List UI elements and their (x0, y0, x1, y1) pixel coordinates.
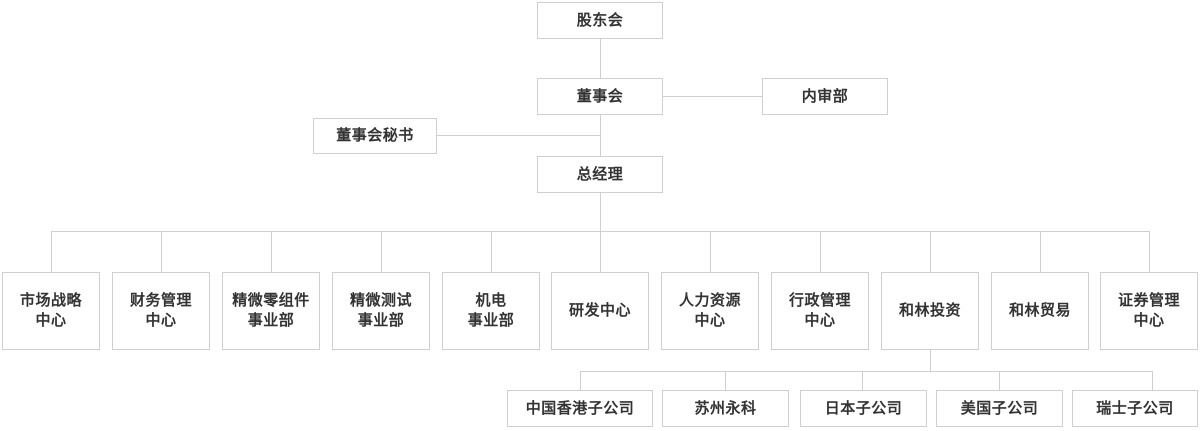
node-subsidiary[interactable]: 瑞士子公司 (1072, 390, 1198, 427)
node-label: 和林投资 (898, 302, 961, 319)
node-subsidiary[interactable]: 日本子公司 (800, 390, 927, 427)
node-label: 研发中心 (568, 302, 631, 319)
node-label: 证券管理 中心 (1117, 292, 1180, 329)
node-department[interactable]: 精微零组件 事业部 (222, 272, 320, 350)
node-label: 精微零组件 事业部 (232, 292, 310, 329)
node-label: 中国香港子公司 (525, 399, 635, 417)
node-department[interactable]: 研发中心 (551, 272, 649, 350)
node-label: 瑞士子公司 (1096, 399, 1174, 417)
connector-department-drop (930, 231, 931, 272)
node-subsidiary[interactable]: 苏州永科 (662, 390, 789, 427)
connector-gm-drop (600, 192, 601, 232)
node-department[interactable]: 和林贸易 (991, 272, 1089, 350)
node-internal-audit[interactable]: 内审部 (762, 78, 888, 115)
connector-department-drop (51, 231, 52, 272)
node-label: 市场战略 中心 (19, 292, 82, 329)
node-subsidiary[interactable]: 中国香港子公司 (507, 390, 653, 427)
node-label: 股东会 (576, 11, 624, 29)
connector-subsidiary-drop (999, 371, 1000, 390)
node-label: 财务管理 中心 (129, 292, 192, 329)
node-board-of-directors[interactable]: 董事会 (537, 78, 663, 115)
connector-helin-investment-drop (930, 350, 931, 371)
connector-department-drop (600, 231, 601, 272)
node-label: 内审部 (801, 87, 849, 105)
node-label: 董事会 (576, 87, 624, 105)
connector-subsidiaries-bus (580, 371, 1152, 372)
node-department[interactable]: 人力资源 中心 (661, 272, 759, 350)
node-department[interactable]: 机电 事业部 (442, 272, 540, 350)
node-label: 日本子公司 (824, 399, 903, 417)
connector-subsidiary-drop (1152, 371, 1153, 390)
connector-board-to-general-manager (600, 115, 601, 156)
node-department[interactable]: 精微测试 事业部 (332, 272, 430, 350)
connector-department-drop (381, 231, 382, 272)
node-department[interactable]: 财务管理 中心 (112, 272, 210, 350)
node-subsidiary[interactable]: 美国子公司 (936, 390, 1063, 427)
node-department[interactable]: 行政管理 中心 (771, 272, 869, 350)
node-label: 精微测试 事业部 (349, 292, 412, 329)
connector-shareholders-to-board (600, 38, 601, 78)
node-department[interactable]: 和林投资 (881, 272, 979, 350)
connector-subsidiary-drop (862, 371, 863, 390)
node-label: 人力资源 中心 (678, 292, 741, 329)
node-label: 机电 事业部 (467, 292, 515, 329)
node-label: 美国子公司 (960, 399, 1039, 417)
connector-subsidiary-drop (725, 371, 726, 390)
node-shareholders-meeting[interactable]: 股东会 (537, 2, 663, 39)
node-label: 行政管理 中心 (788, 292, 851, 329)
connector-board-to-audit (663, 96, 762, 97)
connector-department-drop (161, 231, 162, 272)
connector-department-drop (1149, 231, 1150, 272)
node-label: 总经理 (576, 165, 624, 183)
connector-department-drop (1040, 231, 1041, 272)
node-general-manager[interactable]: 总经理 (537, 156, 663, 193)
connector-department-drop (820, 231, 821, 272)
node-label: 董事会秘书 (336, 127, 414, 144)
connector-department-drop (491, 231, 492, 272)
node-department[interactable]: 市场战略 中心 (2, 272, 100, 350)
connector-secretary-to-spine (437, 135, 600, 136)
node-label: 和林贸易 (1008, 302, 1071, 319)
connector-department-drop (710, 231, 711, 272)
node-label: 苏州永科 (694, 399, 757, 417)
connector-subsidiary-drop (580, 371, 581, 390)
node-department[interactable]: 证券管理 中心 (1100, 272, 1198, 350)
node-board-secretary[interactable]: 董事会秘书 (313, 118, 437, 154)
connector-department-drop (271, 231, 272, 272)
